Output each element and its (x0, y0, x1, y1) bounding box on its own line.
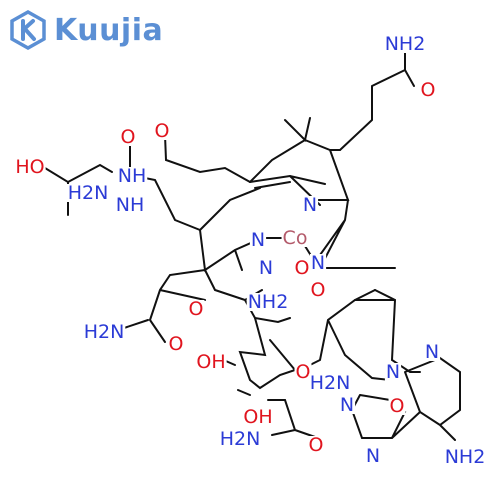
atom-label-n_pyr1: N (301, 194, 319, 216)
atom-label-background (195, 353, 227, 371)
atom-label-background (338, 396, 356, 414)
atom-label-background (187, 300, 205, 318)
atom-text: O (189, 298, 204, 320)
atom-label-o1: O (119, 126, 137, 148)
atom-label-background (246, 293, 290, 311)
atom-label-ho: HO (14, 156, 46, 178)
atom-label-background (423, 343, 441, 361)
atom-label-n_ad3: N (423, 341, 441, 363)
atom-label-background (443, 448, 487, 466)
atom-label-background (281, 229, 309, 247)
atom-label-nh_a: NH (116, 165, 148, 187)
atom-label-background (66, 184, 110, 202)
atom-label-background (294, 363, 312, 381)
atom-label-background (293, 259, 311, 277)
brand-logo[interactable]: Kuujia (8, 10, 163, 50)
atom-label-background (167, 335, 185, 353)
atom-text: O (155, 120, 170, 142)
atom-text: O (311, 279, 326, 301)
atom-label-n_pyr3: N (309, 252, 327, 274)
brand-name: Kuujia (54, 12, 164, 48)
atom-label-background (257, 259, 275, 277)
atom-label-o_co: O (293, 257, 311, 279)
atom-label-o_mid: O (187, 298, 205, 320)
atom-label-nh_b: NH (114, 194, 146, 216)
atom-label-o2: O (153, 120, 171, 142)
atom-text: NH2 (445, 446, 486, 468)
atom-text: HO (15, 156, 44, 178)
atom-text: H2N (84, 321, 125, 343)
atom-label-o_left: O (167, 333, 185, 355)
atom-text: OH (196, 351, 225, 373)
atom-label-n_ad4: N (364, 445, 382, 467)
atom-label-co: Co (281, 227, 309, 249)
atom-label-h2n_bot: H2N (218, 428, 262, 450)
atom-text: N (303, 194, 317, 216)
atom-label-n_ad1: N (384, 361, 402, 383)
atom-text: H2N (220, 428, 261, 450)
atom-label-o_top: O (419, 79, 437, 101)
atom-text: OH (243, 406, 272, 428)
atom-text: N (425, 341, 439, 363)
atom-label-background (309, 281, 327, 299)
atom-text: N (251, 229, 265, 251)
atom-text: NH2 (385, 33, 426, 55)
atom-label-h2n_a: H2N (66, 182, 110, 204)
atom-label-o_ad: O (388, 395, 406, 417)
atom-label-background (119, 128, 137, 146)
atom-label-o_bot: O (307, 434, 325, 456)
atom-label-oh2: OH (242, 406, 274, 428)
atom-label-background (114, 196, 146, 214)
atom-text: H2N (310, 372, 351, 394)
atom-text: N (340, 394, 354, 416)
atom-label-background (218, 430, 262, 448)
atom-text: NH2 (248, 291, 289, 313)
atom-label-background (242, 408, 274, 426)
atom-text: O (296, 361, 311, 383)
atom-text: O (295, 257, 310, 279)
atom-text: N (386, 361, 400, 383)
atom-text: NH (118, 165, 147, 187)
atom-text: H2N (68, 182, 109, 204)
atom-label-h2n_left: H2N (82, 321, 126, 343)
atom-label-background (14, 158, 46, 176)
atom-text: O (390, 395, 405, 417)
atom-label-background (383, 35, 427, 53)
atom-label-background (301, 196, 319, 214)
atom-text: O (309, 434, 324, 456)
atom-text: N (366, 445, 380, 467)
atom-label-background (116, 167, 148, 185)
atom-label-oh1: OH (195, 351, 227, 373)
atom-text: NH (116, 194, 145, 216)
atom-label-background (249, 231, 267, 249)
atom-label-background (388, 397, 406, 415)
atom-label-background (364, 447, 382, 465)
k-hexagon-icon (8, 10, 48, 50)
atom-label-background (419, 81, 437, 99)
atom-label-background (307, 436, 325, 454)
atom-text: N (311, 252, 325, 274)
atom-text: O (169, 333, 184, 355)
atom-label-background (384, 363, 402, 381)
atom-label-o_ring: O (294, 361, 312, 383)
atom-label-background (82, 323, 126, 341)
atom-label-nh2_bot: NH2 (443, 446, 487, 468)
atom-label-n_pyr2: N (249, 229, 267, 251)
atom-label-background (308, 374, 352, 392)
atom-text: N (259, 257, 273, 279)
atom-label-nh2_mid: NH2 (246, 291, 290, 313)
atom-label-n_ad2: N (338, 394, 356, 416)
atom-label-n_pyr4: N (257, 257, 275, 279)
atom-text: O (121, 126, 136, 148)
atom-label-o_c: O (309, 279, 327, 301)
atom-label-background (153, 122, 171, 140)
atom-label-background (309, 254, 327, 272)
atom-label-h2n_b: H2N (308, 372, 352, 394)
atom-label-nh2_top: NH2 (383, 33, 427, 55)
atom-text: O (421, 79, 436, 101)
atom-text: Co (283, 227, 308, 249)
